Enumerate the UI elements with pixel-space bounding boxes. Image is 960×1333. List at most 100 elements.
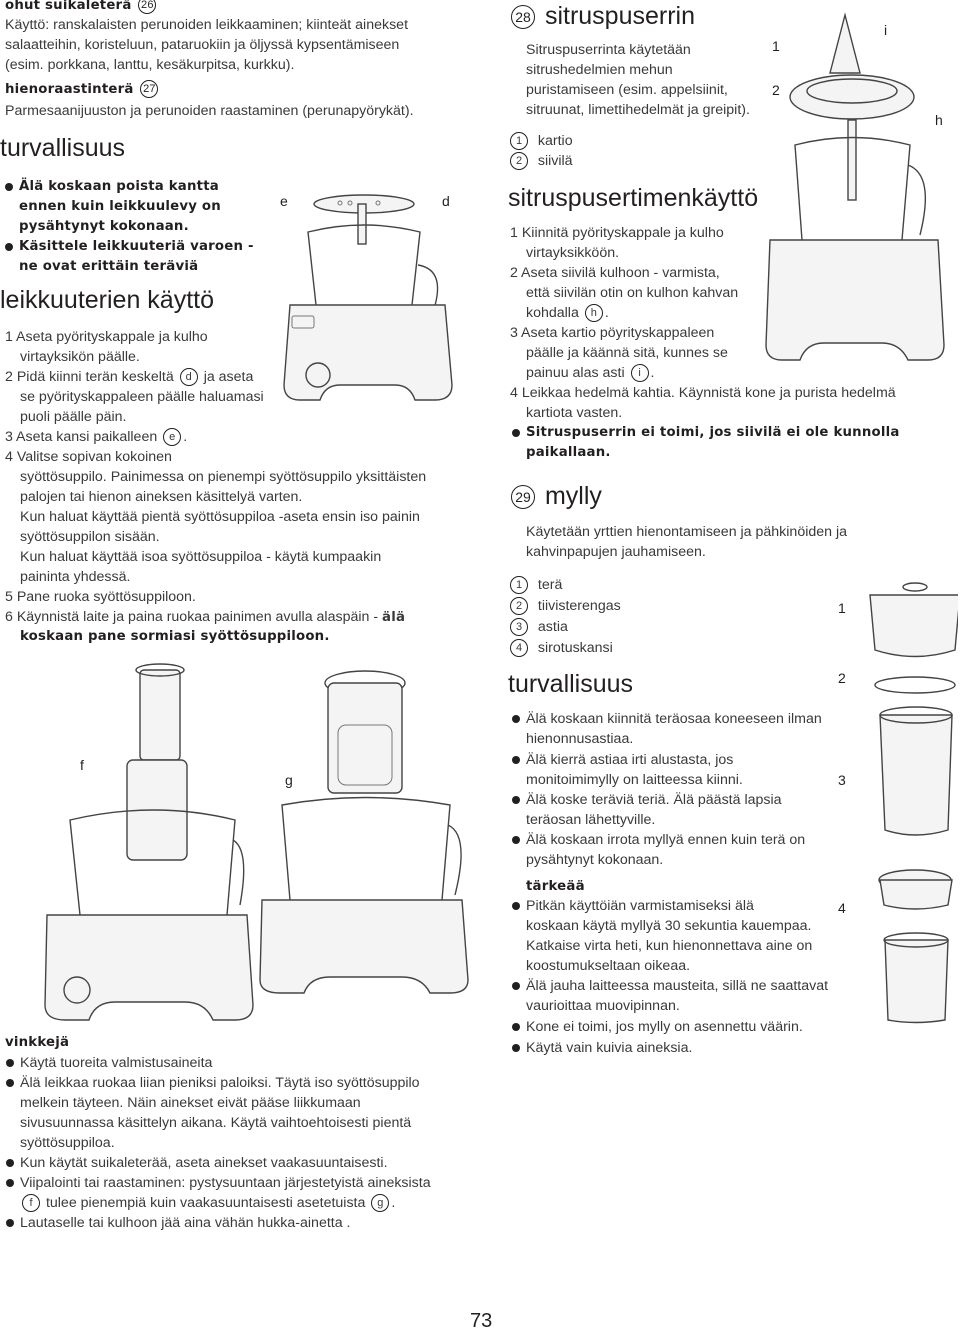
tip-item: Lautaselle tai kulhoon jää aina vähän hu… <box>6 1215 351 1231</box>
mill-safety-item: Älä koskaan irrota myllyä ennen kuin ter… <box>511 832 806 848</box>
usage-step: 5 Pane ruoka syöttösuppiloon. <box>5 589 196 605</box>
mill-important-text: koostumukseltaan oikeaa. <box>526 958 691 974</box>
tip-text: melkein täyteen. Näin ainekset eivät pää… <box>20 1095 361 1111</box>
processor-disc-illustration: e d <box>280 193 453 401</box>
mill-illustration: 1 2 3 4 <box>838 582 958 1024</box>
mill-part: 3 astia <box>508 617 568 637</box>
mill-important-text: vaurioittaa muovipinnan. <box>526 998 680 1014</box>
mill-safety-text: hienonnusastiaa. <box>526 731 634 747</box>
figure-label-h: h <box>935 112 943 128</box>
juicer-step: virtayksikköön. <box>526 245 620 261</box>
juicer-part: 1 kartio <box>508 131 573 151</box>
safety-text: ennen kuin leikkuulevy on <box>19 199 221 214</box>
page-number: 73 <box>470 1310 493 1332</box>
safety-text: pysähtynyt kokonaan. <box>19 219 189 234</box>
juicer-step: painuu alas asti i. <box>526 364 655 383</box>
slicer-text: Käyttö: ranskalaisten perunoiden leikkaa… <box>5 17 409 33</box>
mill-safety-text: teräosan lähettyville. <box>526 812 656 828</box>
grater-text: Parmesaanijuuston ja perunoiden raastami… <box>5 103 414 119</box>
section-badge: 28 <box>511 4 535 29</box>
tip-item: Älä leikkaa ruokaa liian pieniksi paloik… <box>6 1075 420 1091</box>
figure-label-2: 2 <box>838 670 846 686</box>
mill-part: 1 terä <box>508 575 562 595</box>
juicer-step: 2 Aseta siivilä kulhoon - varmista, <box>510 265 720 281</box>
usage-warning: koskaan pane sormiasi syöttösuppiloon. <box>20 629 330 644</box>
figure-label-1: 1 <box>772 38 780 54</box>
juicer-use-heading: sitruspusertimenkäyttö <box>508 184 759 212</box>
mill-intro: Käytetään yrttien hienontamiseen ja pähk… <box>526 524 848 540</box>
usage-step: puoli päälle päin. <box>20 409 127 425</box>
mill-important-item: Käytä vain kuivia aineksia. <box>511 1040 693 1056</box>
mill-heading: 29 mylly <box>509 482 602 511</box>
juicer-intro: sitrushedelmien mehun <box>526 62 673 78</box>
mill-important-heading: tärkeää <box>526 879 585 894</box>
figure-label-e: e <box>280 193 288 209</box>
juicer-warning: Sitruspuserrin ei toimi, jos siivilä ei … <box>512 423 900 443</box>
ref-badge: d <box>179 368 198 387</box>
ref-badge: e <box>163 428 182 447</box>
tip-item: Viipalointi tai raastaminen: pystysuunta… <box>6 1175 431 1191</box>
grater-title: hienoraastinterä 27 <box>5 80 160 100</box>
usage-step: Kun haluat käyttää pientä syöttösuppiloa… <box>20 509 420 525</box>
safety-text: ne ovat erittäin teräviä <box>19 259 199 274</box>
figure-label-d: d <box>442 193 450 209</box>
usage-step: palojen tai hienon aineksen käsittelyä v… <box>20 489 303 505</box>
tip-text: f tulee pienempiä kuin vaakasuuntaisesti… <box>20 1193 395 1213</box>
mill-safety-item: Älä koskaan kiinnitä teräosaa koneeseen … <box>512 711 822 727</box>
mill-intro: kahvinpapujen jauhamiseen. <box>526 544 706 560</box>
juicer-intro: puristamiseen (esim. appelsiinit, <box>526 82 728 98</box>
figure-label-2: 2 <box>772 82 780 98</box>
usage-step: 2 Pidä kiinni terän keskeltä d ja aseta <box>5 368 254 387</box>
ref-badge: f <box>22 1194 40 1213</box>
processor-pusher-g-illustration: g <box>259 670 469 994</box>
mill-important-item: Kone ei toimi, jos mylly on asennettu vä… <box>512 1019 803 1035</box>
slicer-title: ohut suikaleterä 26 <box>5 0 158 16</box>
juicer-step: 1 Kiinnitä pyörityskappale ja kulho <box>510 225 724 241</box>
figure-label-3: 3 <box>838 772 846 788</box>
juicer-step: päälle ja käännä sitä, kunnes se <box>526 345 728 361</box>
juicer-warning: paikallaan. <box>526 445 611 460</box>
mill-safety-text: pysähtynyt kokonaan. <box>526 852 664 868</box>
slicer-text: (esim. porkkana, lanttu, kesäkurpitsa, k… <box>5 57 295 73</box>
mill-part: 4 sirotuskansi <box>508 638 613 658</box>
mill-part: 2 tiivisterengas <box>508 596 621 616</box>
juicer-intro: sitruunat, limettihedelmät ja greipit). <box>526 102 750 118</box>
mill-safety-item: Älä koske teräviä teriä. Älä päästä laps… <box>512 792 782 808</box>
usage-step: se pyörityskappaleen päälle haluamasi <box>20 389 264 405</box>
mill-important-item: Pitkän käyttöiän varmistamiseksi älä <box>512 898 754 914</box>
figure-label-1: 1 <box>838 600 846 616</box>
mill-important-text: koskaan käytä myllyä 30 sekuntia kauempa… <box>526 918 812 934</box>
tips-heading: vinkkejä <box>5 1035 70 1050</box>
juicer-step: kohdalla h. <box>526 304 609 323</box>
figure-label-f: f <box>80 757 84 773</box>
juicer-part: 2 siivilä <box>508 151 573 171</box>
juicer-step: että siivilän otin on kulhon kahvan <box>526 285 739 301</box>
mill-important-text: Katkaise virta heti, kun hienonnettava a… <box>526 938 813 954</box>
ref-badge: g <box>371 1194 390 1213</box>
ref-badge: 27 <box>140 80 159 98</box>
mill-safety-heading: turvallisuus <box>508 670 634 698</box>
section-badge: 29 <box>511 484 535 509</box>
slicer-text: salaatteihin, koristeluun, pataruokiin j… <box>5 37 400 53</box>
tip-text: sivusuunnassa käsittelyn aikana. Käytä v… <box>20 1115 412 1131</box>
tip-item: Kun käytät suikaleterää, aseta ainekset … <box>6 1155 388 1171</box>
processor-pusher-f-illustration: f <box>44 663 254 1021</box>
juicer-step: kartiota vasten. <box>526 405 623 421</box>
usage-step: syöttösuppilo. Painimessa on pienempi sy… <box>20 469 427 485</box>
mill-important-item: Älä jauha laitteessa mausteita, sillä ne… <box>511 978 829 994</box>
juicer-heading: 28 sitruspuserrin <box>509 2 695 31</box>
usage-step: 1 Aseta pyörityskappale ja kulho <box>5 329 208 345</box>
juicer-step: 4 Leikkaa hedelmä kahtia. Käynnistä kone… <box>510 385 896 401</box>
mill-safety-text: monitoimimylly on laitteessa kiinni. <box>526 772 743 788</box>
usage-step: 4 Valitse sopivan kokoinen <box>5 449 172 465</box>
usage-step: paininta yhdessä. <box>20 569 131 585</box>
usage-step: syöttösuppilon sisään. <box>20 529 160 545</box>
usage-step: 6 Käynnistä laite ja paina ruokaa painim… <box>5 609 406 625</box>
ref-badge: 26 <box>138 0 157 14</box>
safety-bullet: Älä koskaan poista kantta <box>5 177 219 197</box>
figure-label-g: g <box>285 772 293 788</box>
tip-text: syöttösuppiloa. <box>20 1135 115 1151</box>
figure-label-i: i <box>884 22 887 38</box>
mill-safety-item: Älä kierrä astiaa irti alustasta, jos <box>511 752 734 768</box>
safety-heading: turvallisuus <box>0 134 126 162</box>
